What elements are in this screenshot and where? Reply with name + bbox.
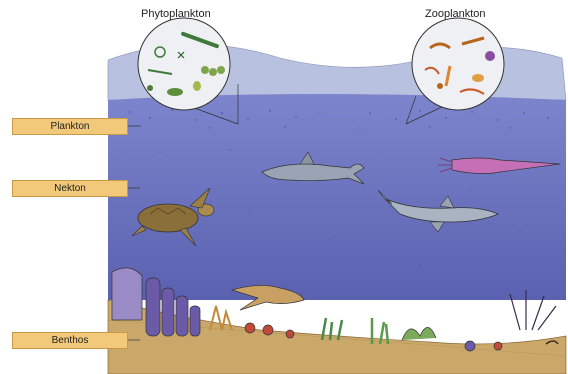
zone-label-benthos: Benthos	[12, 332, 128, 349]
zooplankton-title: Zooplankton	[425, 8, 486, 20]
zone-label-nekton: Nekton	[12, 180, 128, 197]
phytoplankton-title: Phytoplankton	[141, 8, 211, 20]
phytoplankton-magnifier	[138, 18, 230, 110]
zone-label-plankton: Plankton	[12, 118, 128, 135]
water-column	[108, 94, 566, 300]
zooplankton-magnifier	[412, 18, 504, 110]
